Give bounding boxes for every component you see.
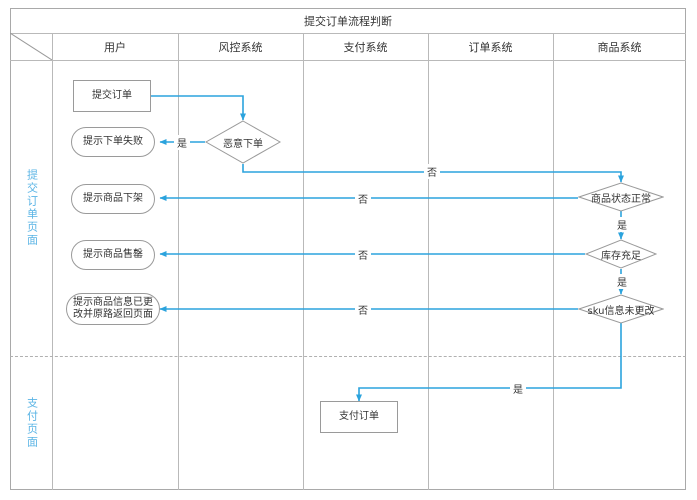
- node-item-status-normal[interactable]: 商品状态正常: [578, 182, 664, 212]
- lane-label-payment-page: 支付页面: [25, 397, 39, 449]
- edge-label-stock-yes: 是: [614, 274, 630, 289]
- edge-label-sku-no: 否: [355, 302, 371, 317]
- node-malicious-order[interactable]: 恶意下单: [205, 120, 281, 164]
- node-item-status-normal-label: 商品状态正常: [591, 193, 651, 205]
- lane-label-submit-order-page: 提交订单页面: [25, 169, 39, 247]
- node-malicious-order-label: 恶意下单: [223, 138, 263, 150]
- diagram-title: 提交订单流程判断: [304, 14, 392, 28]
- edge-label-malicious-yes: 是: [174, 135, 190, 150]
- node-submit-order[interactable]: 提交订单: [73, 80, 151, 112]
- node-prompt-order-failed[interactable]: 提示下单失败: [71, 127, 155, 157]
- header-row-divider: [10, 60, 686, 61]
- node-stock-sufficient-label: 库存充足: [601, 250, 641, 262]
- node-prompt-item-changed-line1: 提示商品信息已更: [73, 296, 153, 308]
- column-header-user: 用户: [104, 40, 126, 54]
- edge-label-status-yes: 是: [614, 217, 630, 232]
- node-prompt-item-soldout[interactable]: 提示商品售罄: [71, 240, 155, 270]
- column-divider-0: [52, 33, 53, 490]
- column-header-payment-system: 支付系统: [343, 40, 388, 54]
- title-row-divider: [10, 33, 686, 34]
- column-divider-3: [428, 33, 429, 490]
- column-divider-4: [553, 33, 554, 490]
- lane-divider: [10, 356, 686, 357]
- column-divider-2: [303, 33, 304, 490]
- column-divider-1: [178, 33, 179, 490]
- edge-label-malicious-no: 否: [424, 164, 440, 179]
- node-sku-unchanged[interactable]: sku信息未更改: [578, 294, 664, 324]
- column-header-order-system: 订单系统: [468, 40, 513, 54]
- edge-label-sku-yes: 是: [510, 381, 526, 396]
- node-prompt-item-changed[interactable]: 提示商品信息已更 改并原路返回页面: [66, 293, 160, 325]
- node-stock-sufficient[interactable]: 库存充足: [585, 239, 657, 269]
- edge-label-status-no: 否: [355, 191, 371, 206]
- column-header-item-system: 商品系统: [597, 40, 642, 54]
- node-prompt-item-changed-line2: 改并原路返回页面: [73, 309, 153, 320]
- corner-diagonal-icon: [10, 33, 52, 60]
- swimlane-table-border: [10, 8, 686, 490]
- column-header-risk-system: 风控系统: [218, 40, 263, 54]
- edge-label-stock-no: 否: [355, 247, 371, 262]
- node-sku-unchanged-label: sku信息未更改: [587, 305, 655, 317]
- node-pay-order[interactable]: 支付订单: [320, 401, 398, 433]
- node-prompt-item-removed[interactable]: 提示商品下架: [71, 184, 155, 214]
